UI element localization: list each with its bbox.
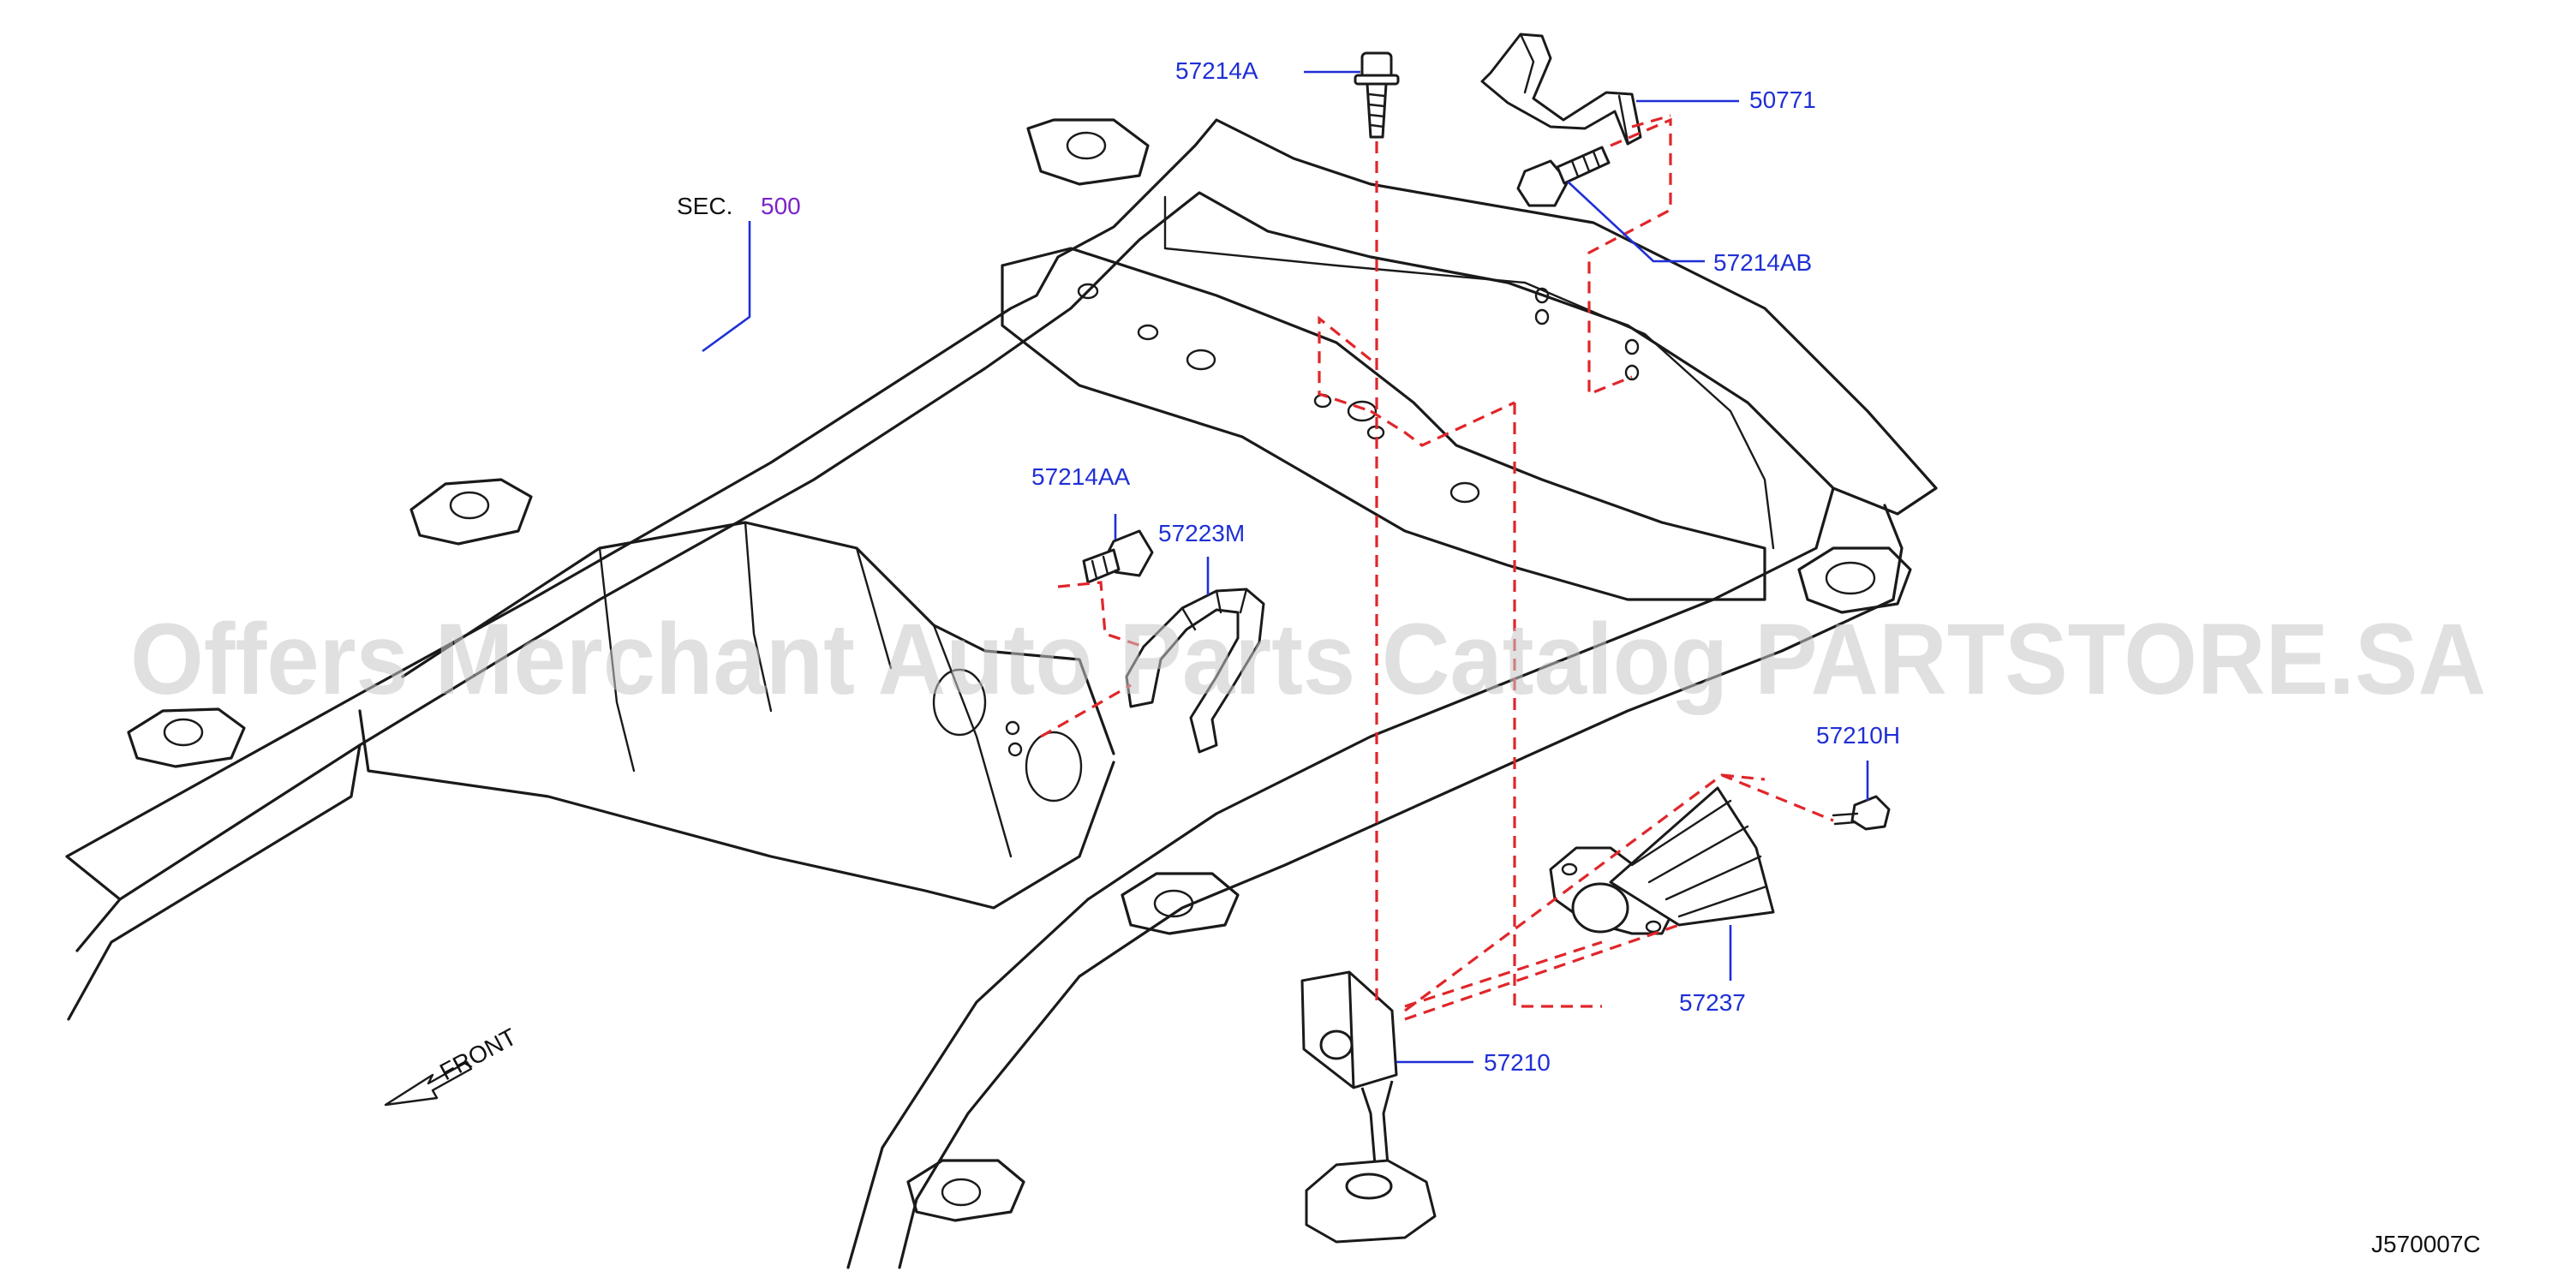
frame-rail-right-outer [898,504,1904,1269]
front-label: FRONT [435,1023,521,1086]
carrier-57210 [1300,970,1437,1244]
watermark: Offers Merchant Auto Parts Catalog PARTS… [130,603,2486,716]
rear-cross-member-top [1163,195,1775,550]
body-mount-ears [127,118,1912,1222]
callout-57214AB: 57214AB [1713,249,1812,276]
cone-57237 [1549,786,1775,935]
bracket-50771 [1480,33,1642,146]
chassis-frame [65,118,1938,1269]
frame-rail-left-inner [67,743,362,1021]
clip-57210H [1832,795,1891,831]
callout-57214A: 57214A [1175,57,1258,84]
section-prefix: SEC. [677,193,732,219]
callout-57214AA: 57214AA [1031,463,1131,490]
callout-57223M: 57223M [1158,520,1245,546]
drawing-code: J570007C [2371,1231,2481,1257]
callout-57210: 57210 [1484,1049,1551,1076]
bolt-57214AB [1516,146,1611,207]
rear-cross-member [1001,247,1766,601]
frame-rail-left-outer [65,118,1938,901]
callout-50771: 50771 [1749,87,1816,113]
arrow-icon [384,1060,473,1107]
front-direction-arrow: FRONT [384,1023,521,1107]
bracket-57223M [1125,588,1265,754]
assembly-lines [1040,114,1834,1021]
middle-cross-member [358,521,1115,910]
callout-leaders [702,70,1869,1064]
middle-cross-member-web [598,521,1013,858]
bolt-57214AA [1082,529,1154,584]
mounting-holes [932,283,1640,803]
callout-labels: 57214A 50771 57214AB 57214AA 57223M 5721… [677,57,2481,1257]
section-number: 500 [761,193,801,219]
callout-57210H: 57210H [1816,722,1900,749]
callout-57237: 57237 [1679,989,1746,1016]
bolt-57214A [1354,51,1400,139]
